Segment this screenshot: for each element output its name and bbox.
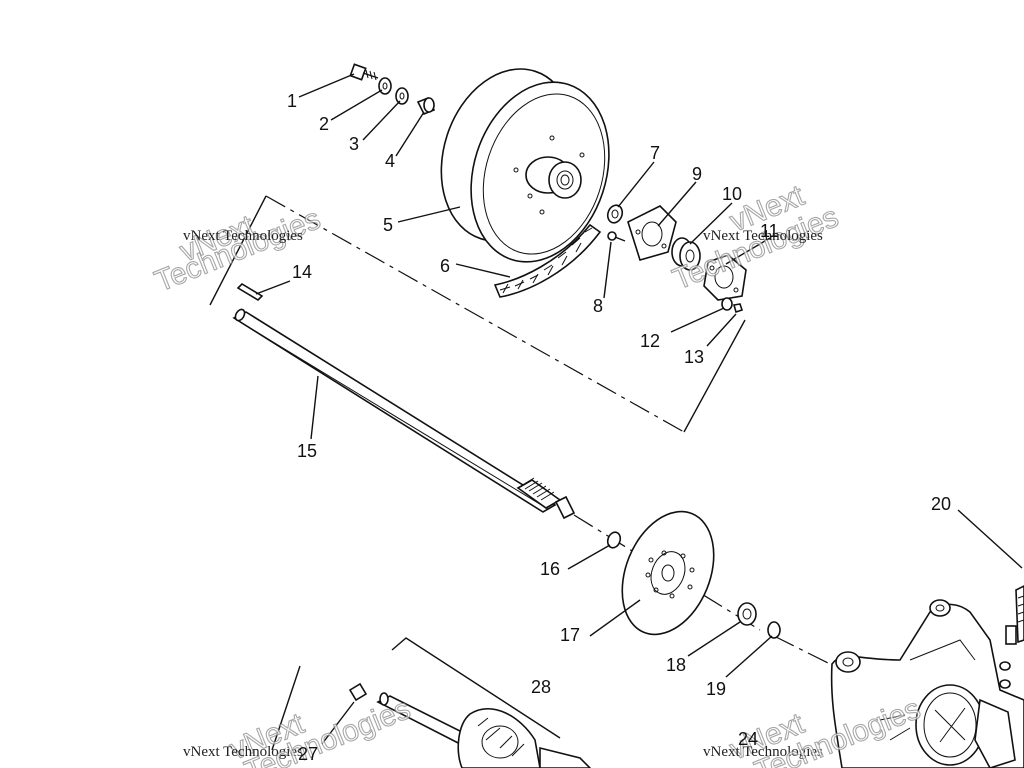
leader-lines [255, 73, 1023, 745]
callout-20: 20 [931, 494, 951, 514]
chaincase-housing [830, 599, 1024, 768]
callout-11: 11 [760, 221, 779, 241]
o-ring-part-19 [767, 621, 781, 639]
callout-5: 5 [383, 215, 393, 235]
callout-8: 8 [593, 296, 603, 316]
snap-ring-part-16 [606, 531, 622, 549]
bearing-housing-part-11 [703, 254, 747, 301]
callout-13: 13 [684, 347, 704, 367]
watermark-upper-right: vNext Technologies vNext Technologies [668, 178, 844, 297]
washer-part-12 [721, 297, 733, 311]
callout-15: 15 [297, 441, 317, 461]
spacer-part-4 [416, 96, 436, 116]
shaft-part-28 [376, 692, 592, 768]
brake-disc-part-17 [621, 510, 715, 636]
svg-text:vNext Technologies: vNext Technologies [703, 228, 823, 244]
callout-2: 2 [319, 114, 329, 134]
washer-part-3 [395, 87, 409, 105]
washer-part-2 [378, 77, 392, 95]
callout-10: 10 [722, 184, 742, 204]
callout-7: 7 [650, 143, 660, 163]
nut-part-13 [732, 303, 744, 314]
callout-numbers: 1 2 3 4 5 6 7 8 9 10 11 12 13 14 15 16 1… [287, 91, 951, 764]
svg-text:vNext Technologies: vNext Technologies [183, 744, 303, 760]
callout-19: 19 [706, 679, 726, 699]
callout-18: 18 [666, 655, 686, 675]
washer-part-7 [606, 204, 624, 224]
svg-text:vNext Technologies: vNext Technologies [183, 228, 303, 244]
watermark-upper-left: vNext Technologies vNext Technologies [150, 202, 326, 299]
callout-16: 16 [540, 559, 560, 579]
callout-4: 4 [385, 151, 395, 171]
callout-1: 1 [287, 91, 297, 111]
callout-17: 17 [560, 625, 580, 645]
chain-part-6 [493, 223, 602, 298]
bolt-part-1 [349, 63, 379, 81]
screw-part-27 [348, 682, 368, 702]
key-part-14 [236, 282, 264, 302]
callout-3: 3 [349, 134, 359, 154]
callout-9: 9 [692, 164, 702, 184]
seal-part-18 [737, 602, 757, 626]
screw-part-8 [607, 231, 626, 242]
callout-12: 12 [640, 331, 660, 351]
bearing-part-10 [671, 237, 701, 271]
callout-6: 6 [440, 256, 450, 276]
svg-text:vNext Technologies: vNext Technologies [703, 744, 823, 760]
callout-28: 28 [531, 677, 551, 697]
shaft-part-15 [232, 308, 576, 520]
sprocket-part-5 [440, 68, 610, 263]
callout-27: 27 [298, 744, 318, 764]
callout-24: 24 [738, 729, 758, 749]
callout-14: 14 [292, 262, 312, 282]
assembly-bracket [209, 195, 746, 433]
bracket-28 [271, 637, 561, 751]
